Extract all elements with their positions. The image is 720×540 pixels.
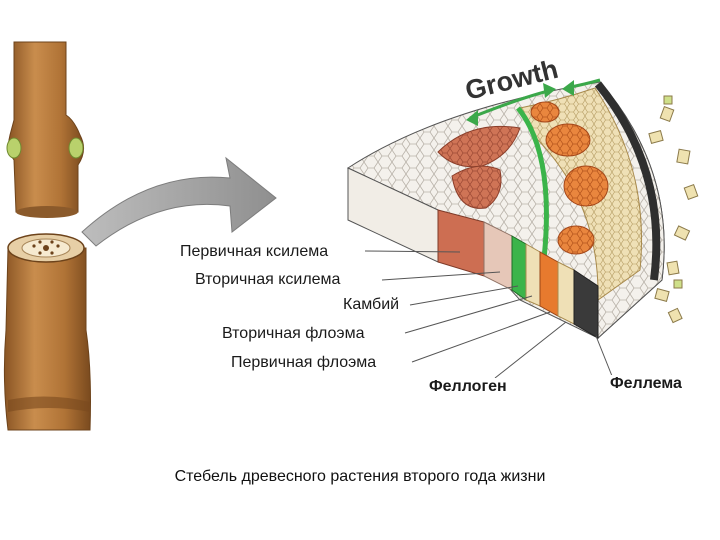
growth-arrow-icon xyxy=(466,78,601,126)
curved-arrow-icon xyxy=(81,156,277,247)
bud-icon xyxy=(6,137,22,159)
label-secondary-phloem: Вторичная флоэма xyxy=(220,325,367,343)
figure-caption: Стебель древесного растения второго года… xyxy=(174,468,546,485)
label-primary-xylem: Первичная ксилема xyxy=(178,243,331,261)
label-cambium: Камбий xyxy=(341,296,402,314)
label-secondary-xylem: Вторичная ксилема xyxy=(193,271,343,289)
leader-lines xyxy=(364,250,613,379)
label-primary-phloem: Первичная флоэма xyxy=(229,354,379,372)
label-phellogen: Феллоген xyxy=(427,378,509,396)
bud-icon xyxy=(68,137,84,159)
stem-twig-illustration xyxy=(6,41,84,218)
stem-segment-illustration xyxy=(3,233,91,431)
cork-flakes-illustration xyxy=(648,95,699,324)
label-phellem: Феллема xyxy=(608,375,684,393)
